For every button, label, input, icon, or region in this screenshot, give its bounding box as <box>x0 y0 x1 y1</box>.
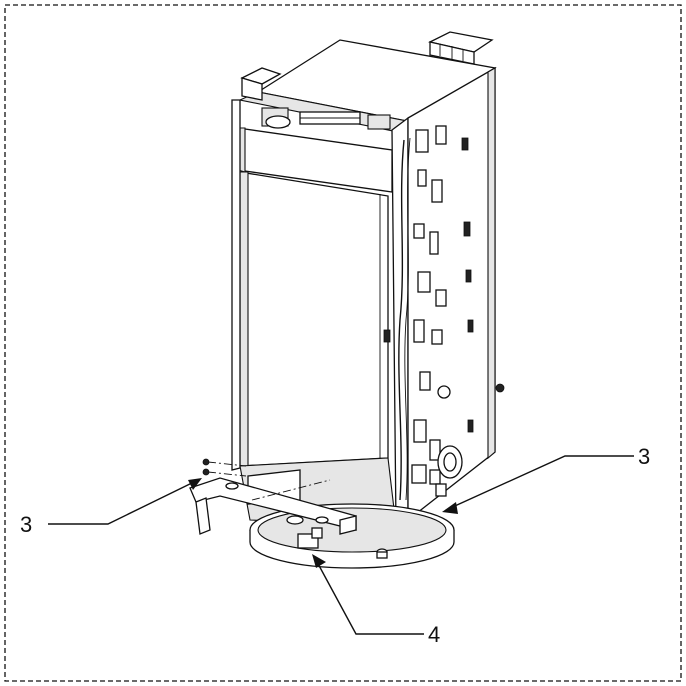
arrowhead-bottom <box>312 554 326 568</box>
callout-label-right: 3 <box>638 444 650 469</box>
cabinet-assembly <box>231 31 505 528</box>
upper-components <box>261 107 391 130</box>
top-connector <box>428 31 494 65</box>
cable-harness <box>398 139 405 501</box>
callout-left-screw: 3 <box>20 478 202 537</box>
front-bracket <box>189 477 357 549</box>
base-turntable <box>249 503 455 569</box>
top-left-bracket <box>240 67 282 101</box>
left-frame-post <box>231 99 241 471</box>
side-panel-cutouts <box>411 125 474 485</box>
callout-label-bottom: 4 <box>428 622 440 647</box>
callout-right-screw: 3 <box>442 444 650 514</box>
callout-label-left: 3 <box>20 512 32 537</box>
left-screws <box>202 458 331 501</box>
arrowhead-left <box>188 478 202 490</box>
lower-round-component <box>435 445 463 497</box>
arrowhead-right <box>442 502 458 514</box>
callout-base-bracket: 4 <box>312 554 440 647</box>
front-door-panel <box>239 171 389 467</box>
dashed-border <box>4 4 682 682</box>
